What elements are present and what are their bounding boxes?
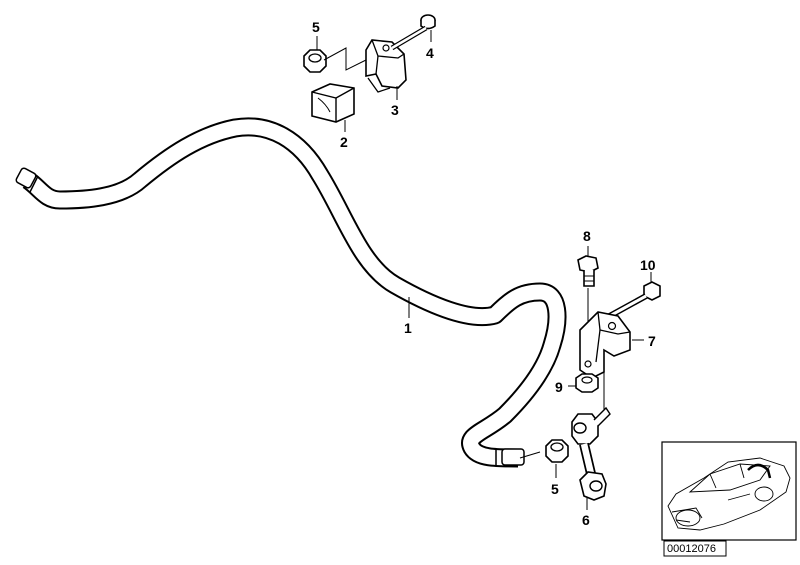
callout-3[interactable]: 3	[391, 102, 399, 118]
hex-nut-9[interactable]	[575, 373, 599, 393]
stabilizer-link[interactable]	[571, 406, 611, 501]
callout-4[interactable]: 4	[426, 45, 434, 61]
callout-5-bottom[interactable]: 5	[551, 481, 559, 497]
stabilizer-bracket[interactable]	[365, 39, 407, 93]
callout-8[interactable]: 8	[583, 228, 591, 244]
callout-1[interactable]: 1	[404, 320, 412, 336]
car-outline-icon	[667, 457, 791, 531]
assembly-leaders-bottom	[519, 352, 605, 459]
vehicle-locator-inset: 00012076	[661, 441, 797, 557]
callout-2[interactable]: 2	[340, 134, 348, 150]
link-bracket[interactable]	[579, 311, 631, 379]
diagram-reference-number: 00012076	[667, 543, 716, 555]
callout-10[interactable]: 10	[640, 257, 656, 273]
hex-nut-top[interactable]	[303, 49, 327, 73]
callout-9[interactable]: 9	[555, 379, 563, 395]
hex-nut-bottom[interactable]	[545, 439, 569, 463]
callout-7[interactable]: 7	[648, 333, 656, 349]
callout-6[interactable]: 6	[582, 512, 590, 528]
hex-bolt-top[interactable]	[390, 14, 436, 51]
assembly-leaders-top	[323, 47, 367, 71]
callout-5-top[interactable]: 5	[312, 19, 320, 35]
stabilizer-bar[interactable]	[15, 117, 567, 468]
rubber-mounting[interactable]	[311, 83, 355, 123]
stabilizer-location-marker	[747, 463, 772, 479]
hex-bolt-10[interactable]	[604, 281, 661, 321]
callout-leaders	[316, 30, 652, 510]
